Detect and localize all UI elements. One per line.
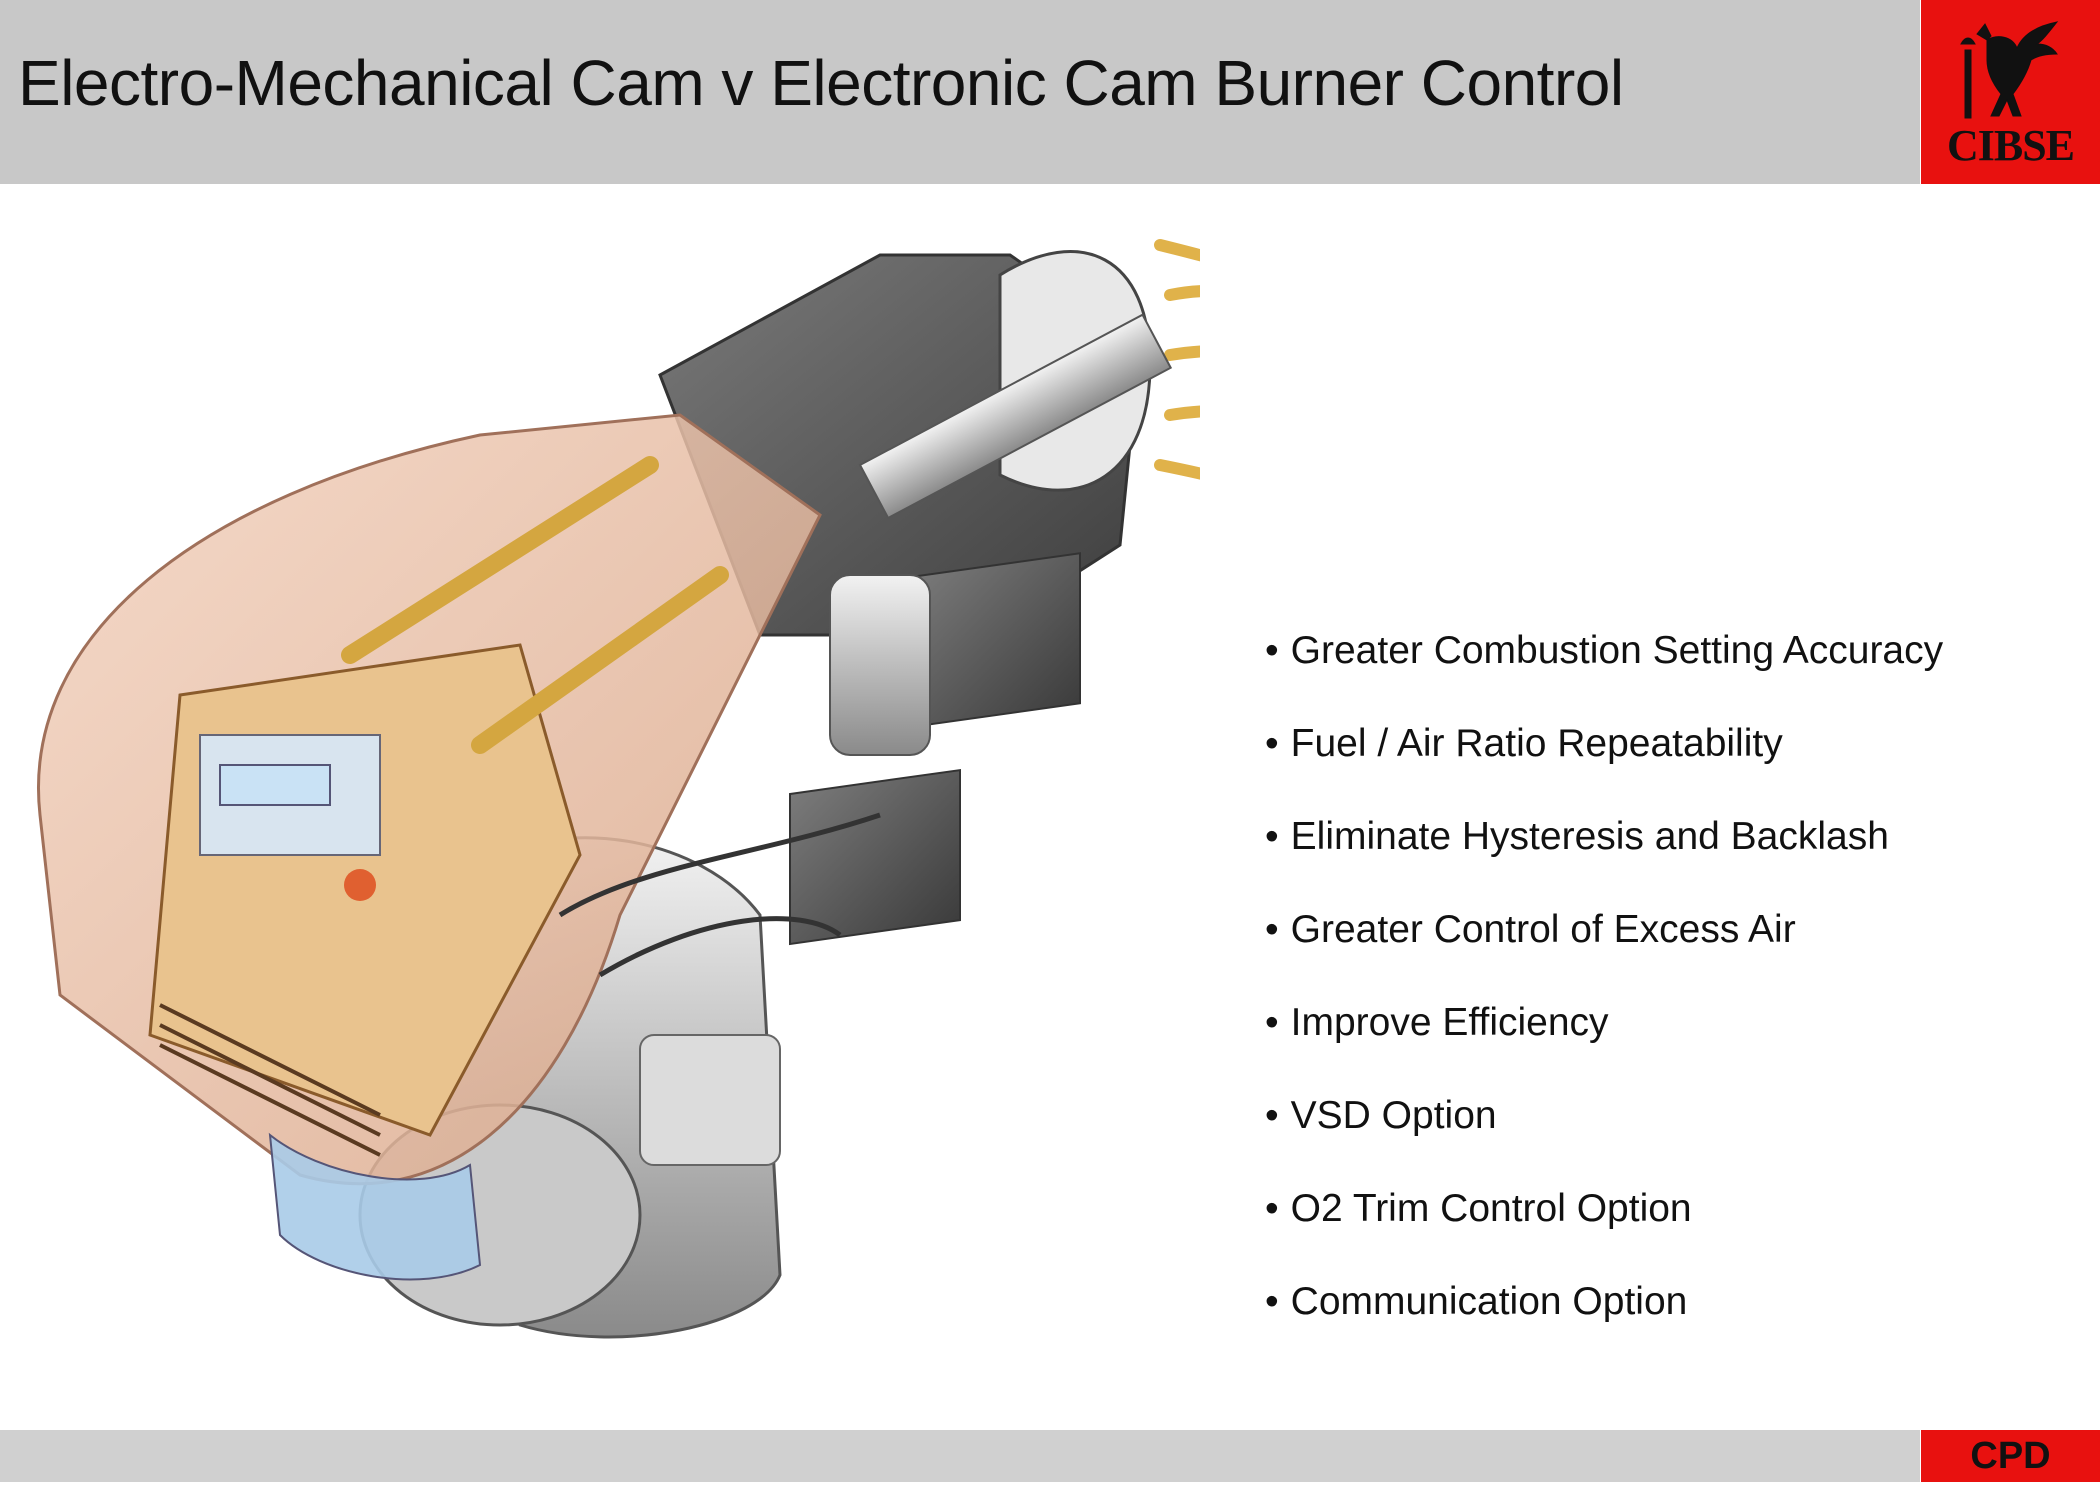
feature-item: Greater Combustion Setting Accuracy (1265, 627, 2065, 720)
burner-cutaway-icon (37, 239, 1306, 1339)
cpd-badge: CPD (1921, 1430, 2100, 1482)
feature-item: Fuel / Air Ratio Repeatability (1265, 720, 2065, 813)
footer-bar (0, 1430, 1920, 1482)
slide-title: Electro-Mechanical Cam v Electronic Cam … (18, 47, 1624, 119)
header-bar: Electro-Mechanical Cam v Electronic Cam … (0, 0, 1920, 184)
feature-item: VSD Option (1265, 1092, 2065, 1185)
feature-item: Improve Efficiency (1265, 999, 2065, 1092)
feature-list: Greater Combustion Setting Accuracy Fuel… (1265, 627, 2065, 1371)
feature-item: O2 Trim Control Option (1265, 1185, 2065, 1278)
feature-item: Greater Control of Excess Air (1265, 906, 2065, 999)
feature-item: Communication Option (1265, 1278, 2065, 1371)
griffin-emblem-icon (1960, 21, 2059, 119)
cibse-logo: CIBSE (1921, 0, 2100, 184)
logo-text: CIBSE (1946, 121, 2075, 170)
burner-illustration (0, 215, 1306, 1365)
feature-item: Eliminate Hysteresis and Backlash (1265, 813, 2065, 906)
